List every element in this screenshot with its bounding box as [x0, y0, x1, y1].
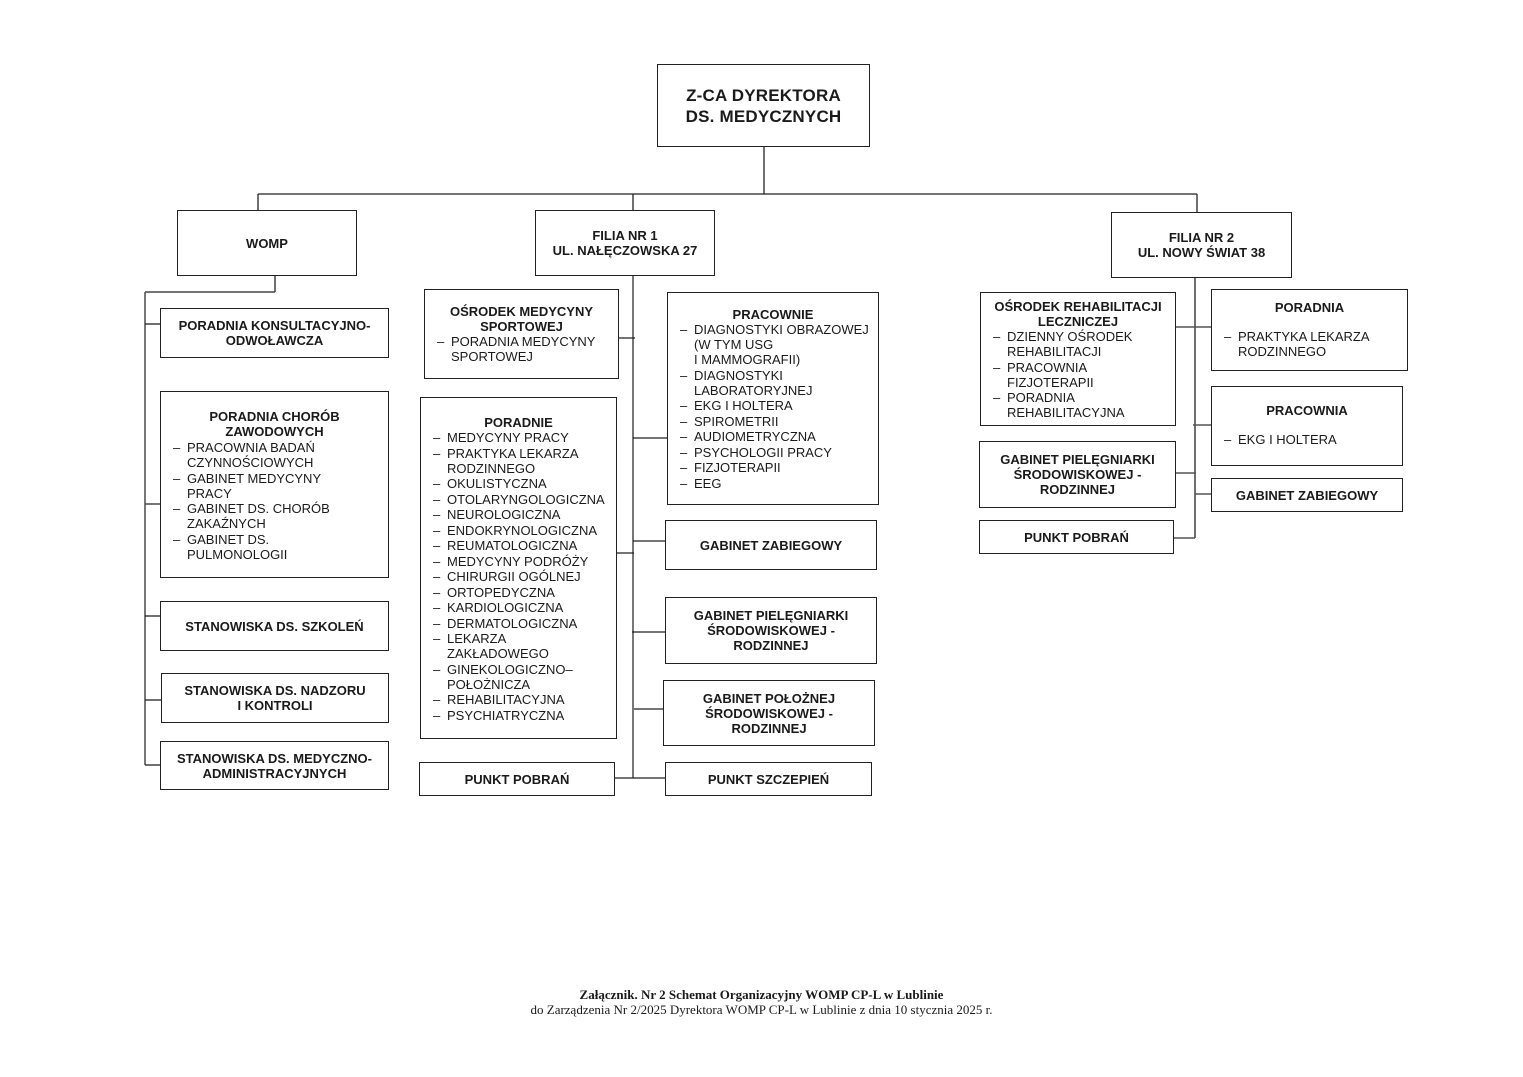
womp-unit-poradnia-konsultacyjno-odwolawcza: PORADNIA KONSULTACYJNO- ODWOŁAWCZA: [160, 308, 389, 358]
unit-title: OŚRODEK REHABILITACJI LECZNICZEJ: [994, 299, 1162, 329]
unit-title: STANOWISKA DS. SZKOLEŃ: [185, 618, 364, 634]
unit-item: DIAGNOSTYKI LABORATORYJNEJ: [668, 368, 878, 398]
womp-title: WOMP: [246, 235, 288, 251]
unit-item: GABINET MEDYCYNY PRACY: [161, 471, 388, 501]
filia1-unit-punkt-pobran: PUNKT POBRAŃ: [419, 762, 615, 796]
unit-title: PUNKT SZCZEPIEŃ: [707, 771, 830, 787]
womp-unit-stanowiska-medyczno-administracyjnych: STANOWISKA DS. MEDYCZNO- ADMINISTRACYJNY…: [160, 741, 389, 790]
unit-item: PRACOWNIA FIZJOTERAPII: [981, 360, 1175, 390]
unit-item: MEDYCYNY PODRÓŻY: [421, 554, 616, 569]
unit-item: GINEKOLOGICZNO– POŁOŻNICZA: [421, 662, 616, 692]
unit-title: PUNKT POBRAŃ: [1024, 529, 1129, 545]
filia1-unit-osrodek-medycyny-sportowej: OŚRODEK MEDYCYNY SPORTOWEJ PORADNIA MEDY…: [424, 289, 619, 379]
unit-title: GABINET ZABIEGOWY: [699, 537, 843, 553]
unit-title: PUNKT POBRAŃ: [464, 771, 570, 787]
unit-title: GABINET PIELĘGNIARKI ŚRODOWISKOWEJ - ROD…: [693, 608, 849, 653]
unit-title: PRACOWNIE: [732, 307, 814, 322]
filia1-unit-pracownie: PRACOWNIE DIAGNOSTYKI OBRAZOWEJ (W TYM U…: [667, 292, 879, 505]
unit-item: PSYCHOLOGII PRACY: [668, 445, 878, 460]
unit-title: PORADNIA CHORÓB ZAWODOWYCH: [209, 409, 340, 439]
filia2-title: FILIA NR 2 UL. NOWY ŚWIAT 38: [1137, 230, 1266, 260]
unit-item: EKG I HOLTERA: [1212, 432, 1402, 447]
filia2-unit-osrodek-rehabilitacji: OŚRODEK REHABILITACJI LECZNICZEJ DZIENNY…: [980, 292, 1176, 426]
unit-title: PORADNIA KONSULTACYJNO- ODWOŁAWCZA: [178, 318, 371, 348]
filia1-box: FILIA NR 1 UL. NAŁĘCZOWSKA 27: [535, 210, 715, 276]
womp-unit-poradnia-chorob-zawodowych: PORADNIA CHORÓB ZAWODOWYCH PRACOWNIA BAD…: [160, 391, 389, 578]
filia2-unit-gabinet-pielegniarki: GABINET PIELĘGNIARKI ŚRODOWISKOWEJ - ROD…: [979, 441, 1176, 508]
unit-title: STANOWISKA DS. MEDYCZNO- ADMINISTRACYJNY…: [177, 750, 372, 781]
filia1-unit-gabinet-poloznej: GABINET POŁOŻNEJ ŚRODOWISKOWEJ - RODZINN…: [663, 680, 875, 746]
filia2-box: FILIA NR 2 UL. NOWY ŚWIAT 38: [1111, 212, 1292, 278]
unit-item: FIZJOTERAPII: [668, 460, 878, 475]
unit-item: EEG: [668, 476, 878, 491]
unit-item: SPIROMETRII: [668, 414, 878, 429]
unit-item: LEKARZA ZAKŁADOWEGO: [421, 631, 616, 661]
filia2-unit-gabinet-zabiegowy: GABINET ZABIEGOWY: [1211, 478, 1403, 512]
unit-item: ORTOPEDYCZNA: [421, 585, 616, 600]
filia1-unit-punkt-szczepien: PUNKT SZCZEPIEŃ: [665, 762, 872, 796]
unit-item: REHABILITACYJNA: [421, 692, 616, 707]
unit-item: GABINET DS. PULMONOLOGII: [161, 532, 388, 562]
root-box-deputy-director-medical: Z-CA DYREKTORA DS. MEDYCZNYCH: [657, 64, 870, 147]
caption-line-1: Załącznik. Nr 2 Schemat Organizacyjny WO…: [579, 987, 944, 1002]
filia1-unit-gabinet-pielegniarki: GABINET PIELĘGNIARKI ŚRODOWISKOWEJ - ROD…: [665, 597, 877, 664]
unit-item: KARDIOLOGICZNA: [421, 600, 616, 615]
filia1-unit-poradnie: PORADNIE MEDYCYNY PRACY PRAKTYKA LEKARZA…: [420, 397, 617, 739]
unit-item: MEDYCYNY PRACY: [421, 430, 616, 445]
unit-title: GABINET POŁOŻNEJ ŚRODOWISKOWEJ - RODZINN…: [702, 690, 836, 736]
filia2-unit-poradnia: PORADNIA PRAKTYKA LEKARZA RODZINNEGO: [1211, 289, 1408, 371]
unit-item: EKG I HOLTERA: [668, 398, 878, 413]
unit-item: OTOLARYNGOLOGICZNA: [421, 492, 616, 507]
unit-title: GABINET ZABIEGOWY: [1235, 487, 1379, 503]
unit-item: AUDIOMETRYCZNA: [668, 429, 878, 444]
document-caption: Załącznik. Nr 2 Schemat Organizacyjny WO…: [0, 987, 1523, 1017]
womp-box: WOMP: [177, 210, 357, 276]
unit-item: GABINET DS. CHORÓB ZAKAŹNYCH: [161, 501, 388, 531]
unit-item: PRAKTYKA LEKARZA RODZINNEGO: [421, 446, 616, 476]
unit-item: PSYCHIATRYCZNA: [421, 708, 616, 723]
filia1-title: FILIA NR 1 UL. NAŁĘCZOWSKA 27: [552, 228, 698, 258]
womp-unit-stanowiska-nadzoru: STANOWISKA DS. NADZORU I KONTROLI: [161, 673, 389, 723]
unit-item: OKULISTYCZNA: [421, 476, 616, 491]
filia2-unit-punkt-pobran: PUNKT POBRAŃ: [979, 520, 1174, 554]
unit-title: PORADNIA: [1274, 300, 1345, 315]
unit-title: GABINET PIELĘGNIARKI ŚRODOWISKOWEJ - ROD…: [1000, 452, 1155, 497]
womp-unit-stanowiska-szkolen: STANOWISKA DS. SZKOLEŃ: [160, 601, 389, 651]
unit-item: PRACOWNIA BADAŃ CZYNNOŚCIOWYCH: [161, 440, 388, 470]
unit-item: NEUROLOGICZNA: [421, 507, 616, 522]
unit-item: DIAGNOSTYKI OBRAZOWEJ (W TYM USG I MAMMO…: [668, 322, 878, 367]
unit-item: PRAKTYKA LEKARZA RODZINNEGO: [1212, 329, 1407, 359]
unit-title: PORADNIE: [484, 415, 553, 430]
root-title: Z-CA DYREKTORA DS. MEDYCZNYCH: [685, 85, 842, 126]
unit-title: STANOWISKA DS. NADZORU I KONTROLI: [184, 683, 366, 713]
unit-item: DZIENNY OŚRODEK REHABILITACJI: [981, 329, 1175, 359]
unit-item: ENDOKRYNOLOGICZNA: [421, 523, 616, 538]
unit-item: CHIRURGII OGÓLNEJ: [421, 569, 616, 584]
unit-title: OŚRODEK MEDYCYNY SPORTOWEJ: [449, 304, 594, 334]
filia1-unit-gabinet-zabiegowy: GABINET ZABIEGOWY: [665, 520, 877, 570]
unit-title: PRACOWNIA: [1266, 403, 1348, 418]
filia2-unit-pracownia: PRACOWNIA EKG I HOLTERA: [1211, 386, 1403, 466]
unit-item: PORADNIA MEDYCYNY SPORTOWEJ: [425, 334, 612, 364]
caption-line-2: do Zarządzenia Nr 2/2025 Dyrektora WOMP …: [530, 1002, 993, 1017]
unit-item: REUMATOLOGICZNA: [421, 538, 616, 553]
unit-item: DERMATOLOGICZNA: [421, 616, 616, 631]
unit-item: PORADNIA REHABILITACYJNA: [981, 390, 1175, 420]
